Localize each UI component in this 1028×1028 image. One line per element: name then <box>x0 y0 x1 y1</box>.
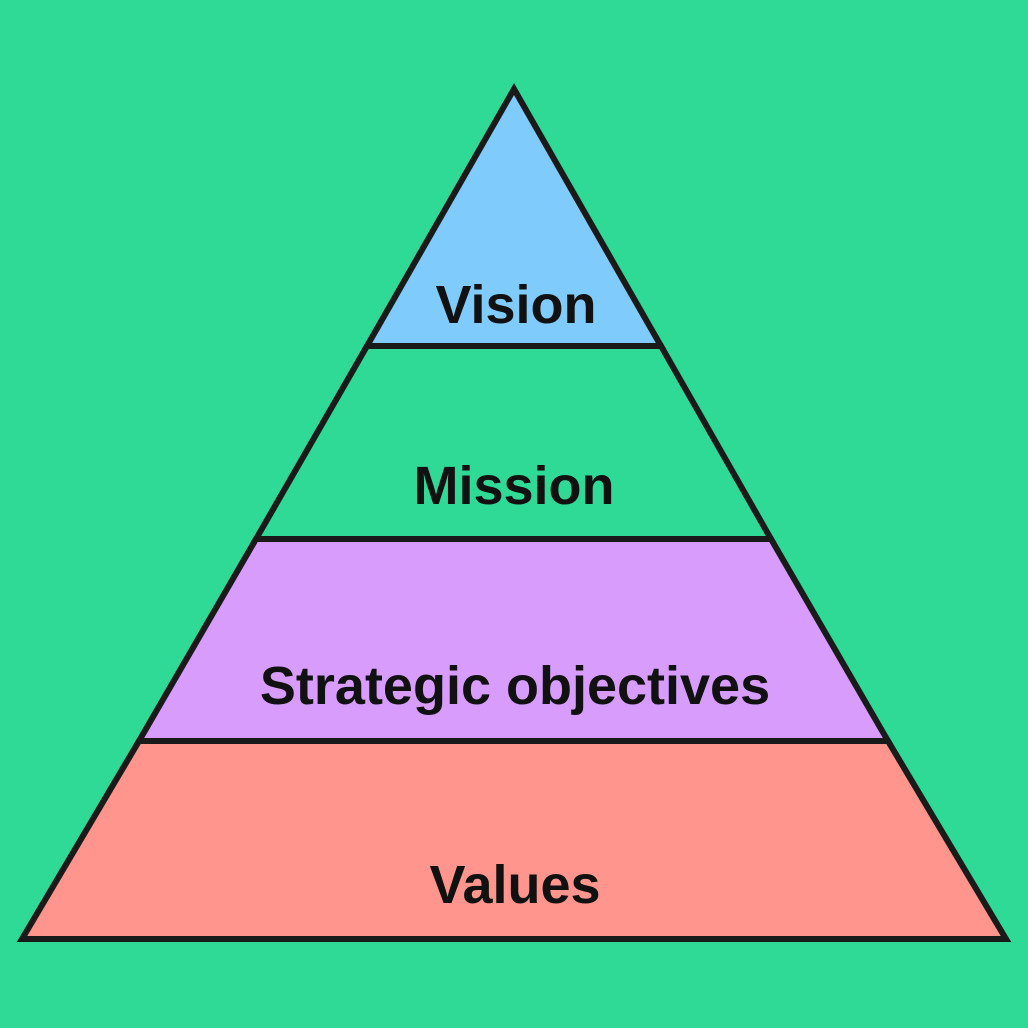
tier-vision-label: Vision <box>435 275 596 335</box>
tier-mission-label: Mission <box>413 456 614 516</box>
tier-values-shape <box>16 738 1012 942</box>
tier-values-label: Values <box>429 855 600 915</box>
pyramid: Vision Mission Strategic objectives Valu… <box>16 82 1012 942</box>
tier-strategic-objectives-label: Strategic objectives <box>260 656 770 716</box>
